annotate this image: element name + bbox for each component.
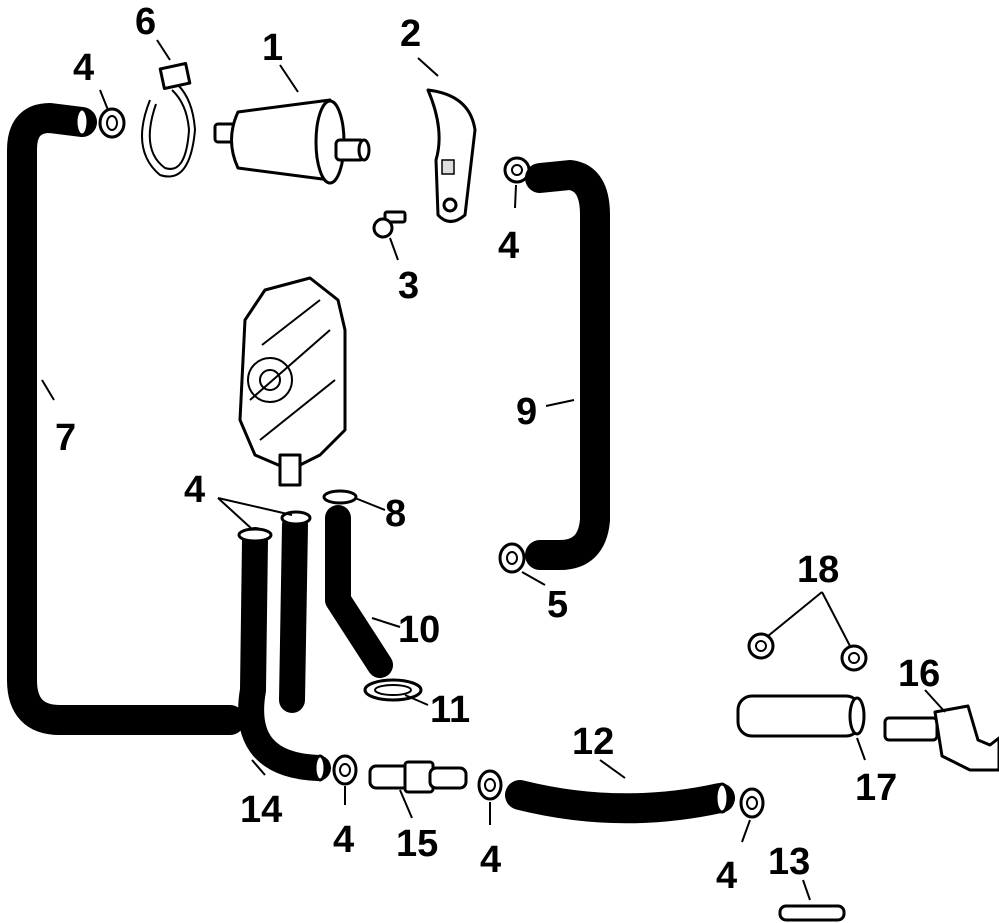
- fitting-15: [368, 760, 468, 794]
- callout-6: 6: [135, 1, 156, 43]
- hose-12: [505, 780, 735, 824]
- clamp-4-bottom-mid: [477, 769, 503, 801]
- callout-18: 18: [797, 549, 839, 591]
- clamp-4-bottom-left: [332, 754, 358, 786]
- callout-4-f: 4: [716, 855, 737, 897]
- callout-8: 8: [385, 493, 406, 535]
- callout-12: 12: [572, 721, 614, 763]
- callout-2: 2: [400, 13, 421, 55]
- fitting-16: [883, 704, 999, 772]
- clamp-8: [322, 489, 358, 505]
- hose-7: [7, 103, 245, 735]
- hose-9: [525, 160, 610, 570]
- clamp-18-right: [840, 644, 868, 672]
- hose-14: [238, 512, 331, 782]
- screw-3: [372, 210, 407, 239]
- callout-4-b: 4: [498, 225, 519, 267]
- callout-9: 9: [516, 391, 537, 433]
- callout-10: 10: [398, 609, 440, 651]
- fitting-13: [778, 904, 846, 922]
- fuel-pump: [238, 276, 347, 487]
- clamp-4-mid-left: [237, 527, 273, 543]
- callout-7: 7: [55, 417, 76, 459]
- hose-17: [736, 694, 866, 738]
- clamp-18-left: [747, 632, 775, 660]
- clamp-4-top-left: [98, 107, 126, 139]
- callout-14: 14: [240, 789, 282, 831]
- callout-4-e: 4: [480, 839, 501, 881]
- callout-15: 15: [396, 823, 438, 865]
- clamp-4-bottom-right: [739, 787, 765, 819]
- clamp-5: [498, 542, 526, 574]
- hose-10: [325, 505, 393, 678]
- clamp-6: [141, 62, 197, 178]
- callout-11: 11: [430, 689, 470, 731]
- clamp-11: [363, 678, 423, 702]
- callout-5: 5: [547, 584, 568, 626]
- fuel-filter-1: [213, 98, 371, 185]
- leader-lines: [41, 39, 946, 901]
- bracket-2: [426, 88, 477, 223]
- callout-labels: 1 2 3 4 4 4 4 4 4 5 6 7 8 9 10 11 12 13 …: [55, 1, 940, 897]
- callout-1: 1: [262, 27, 283, 69]
- callout-4-c: 4: [184, 469, 205, 511]
- callout-13: 13: [768, 841, 810, 883]
- callout-3: 3: [398, 265, 419, 307]
- callout-4-a: 4: [73, 47, 94, 89]
- callout-4-d: 4: [333, 819, 354, 861]
- callout-17: 17: [855, 767, 897, 809]
- callout-16: 16: [898, 653, 940, 695]
